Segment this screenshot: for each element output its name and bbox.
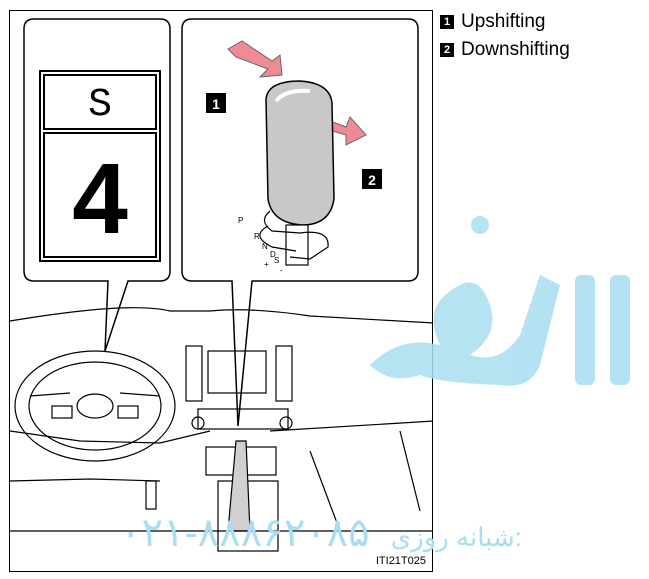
steering-wheel xyxy=(15,351,175,461)
legend-number: 2 xyxy=(440,43,454,57)
dashboard-drawing xyxy=(10,308,433,551)
callout-2-number: 2 xyxy=(368,172,376,188)
gate-letter: + xyxy=(264,260,269,269)
dashboard-illustration: S 4 1 2 P R N D S + - xyxy=(10,11,433,572)
figure-code: ITI21T025 xyxy=(376,555,426,567)
display-mode-text: S xyxy=(88,83,112,128)
display-gear-text: 4 xyxy=(72,143,128,255)
gate-letter: - xyxy=(280,266,283,275)
gate-letter: R xyxy=(254,232,260,241)
legend-item-upshifting: 1 Upshifting xyxy=(440,8,570,36)
gate-letter: P xyxy=(238,216,243,225)
legend-label: Downshifting xyxy=(461,39,570,61)
legend-item-downshifting: 2 Downshifting xyxy=(440,36,570,64)
callout-1-number: 1 xyxy=(212,96,220,112)
legend-number: 1 xyxy=(440,15,454,29)
legend: 1 Upshifting 2 Downshifting xyxy=(440,8,570,64)
gear-display: S 4 xyxy=(40,71,160,261)
legend-label: Upshifting xyxy=(461,11,546,33)
gate-letter: N xyxy=(262,242,268,251)
gate-letter: S xyxy=(274,256,279,265)
illustration-frame: S 4 1 2 P R N D S + - xyxy=(9,10,433,572)
